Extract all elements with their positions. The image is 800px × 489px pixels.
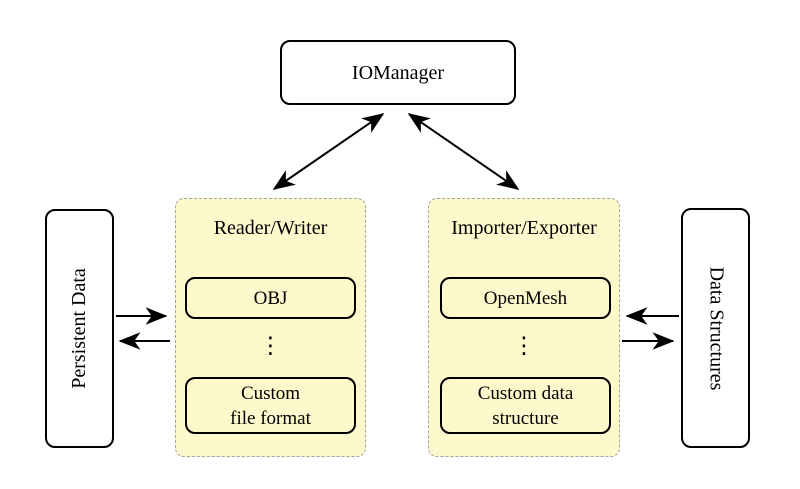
iomanager-label: IOManager: [351, 61, 445, 84]
importer-exporter-title: Importer/Exporter: [451, 217, 597, 239]
iomanager-node: IOManager: [280, 40, 516, 105]
custom-file-format-label: Custom file format: [230, 382, 311, 429]
arrow-iomanager-reader-writer: [272, 113, 385, 190]
vertical-ellipsis: ⋮: [259, 333, 282, 359]
reader-writer-title: Reader/Writer: [213, 217, 328, 239]
reader-writer-panel: Reader/Writer OBJ ⋮ Custom file format: [175, 198, 366, 457]
obj-label: OBJ: [253, 287, 288, 309]
persistent-data-label: Persistent Data: [68, 268, 90, 389]
arrow-iomanager-importer-exporter: [407, 113, 520, 190]
persistent-data-node: Persistent Data: [45, 209, 114, 448]
vertical-ellipsis: ⋮: [512, 333, 536, 359]
openmesh-label: OpenMesh: [483, 287, 568, 309]
obj-node: OBJ: [185, 277, 356, 319]
importer-exporter-panel: Importer/Exporter OpenMesh ⋮ Custom data…: [428, 198, 620, 457]
custom-data-structure-node: Custom data structure: [440, 377, 611, 434]
custom-file-format-node: Custom file format: [185, 377, 356, 434]
data-structures-node: Data Structures: [681, 208, 750, 448]
openmesh-node: OpenMesh: [440, 277, 611, 319]
data-structures-label: Data Structures: [705, 266, 728, 390]
custom-data-structure-label: Custom data structure: [477, 382, 574, 429]
